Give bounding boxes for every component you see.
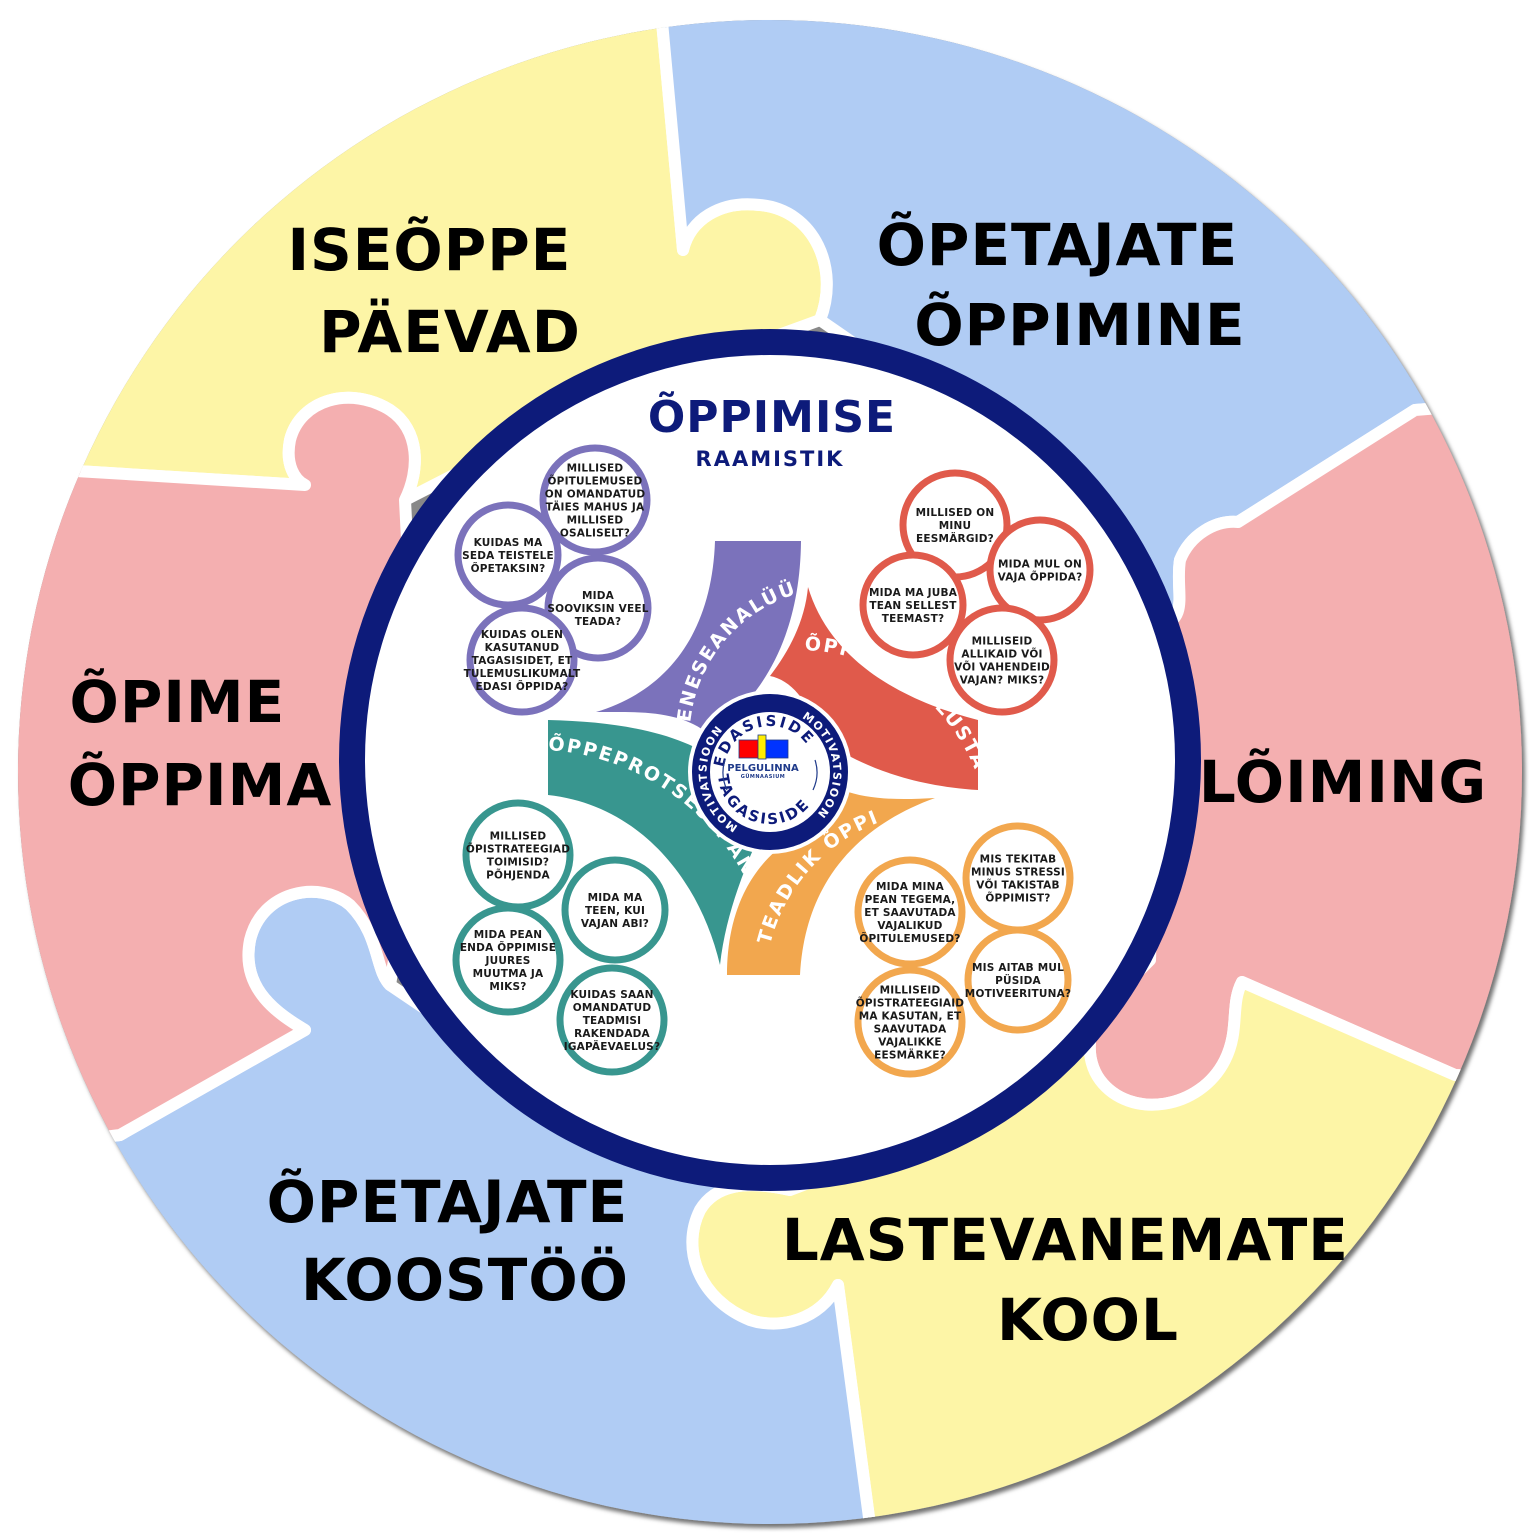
bubble-circle — [561, 856, 669, 964]
logo-name: PELGULINNA — [727, 763, 799, 774]
bubble-circle — [964, 926, 1072, 1034]
bubble-circle — [539, 444, 651, 556]
band-eneseanaluus — [596, 541, 801, 735]
central-hub: MOTIVATSIOON MOTIVATSIOON EDASISIDE TAGA… — [688, 690, 852, 854]
label-lastevanemate-kool: LASTEVANEMATE KOOL — [782, 1206, 1370, 1354]
bubble-circle — [854, 966, 966, 1078]
bubble-circle — [556, 964, 668, 1076]
pelgulinna-logo-icon: PELGULINNA GÜMNAASIUM — [727, 734, 799, 780]
bubble-circle — [544, 554, 652, 662]
band-teadlik-oppimine — [727, 790, 935, 975]
framework-title: ÕPPIMISE — [648, 390, 896, 443]
logo-subtitle: GÜMNAASIUM — [741, 773, 786, 780]
bubble-circle — [454, 501, 562, 609]
label-opime-oppima: ÕPIME ÕPPIMA — [68, 667, 333, 819]
framework-subtitle: RAAMISTIK — [696, 447, 845, 471]
bubble-circle — [452, 904, 564, 1016]
outer-labels: ISEÕPPE PÄEVAD ÕPETAJATE ÕPPIMINE LÕIMIN… — [68, 210, 1487, 1354]
bubble-circle — [946, 604, 1058, 716]
cycle-arrow-right-icon — [812, 759, 818, 791]
cycle-arrow-left-icon — [722, 759, 728, 791]
label-opetajate-oppimine: ÕPETAJATE ÕPPIMINE — [877, 210, 1260, 359]
bubble-circle — [466, 604, 578, 716]
puzzle-piece-opime-oppima — [18, 391, 426, 1156]
label-opetajate-koostoo: ÕPETAJATE KOOSTÖÖ — [267, 1167, 650, 1314]
bubble-circle — [859, 551, 967, 659]
label-iseoppe-paevad: ISEÕPPE PÄEVAD — [287, 215, 592, 366]
bubble-circle — [854, 856, 966, 968]
label-loiming: LÕIMING — [1199, 747, 1487, 816]
